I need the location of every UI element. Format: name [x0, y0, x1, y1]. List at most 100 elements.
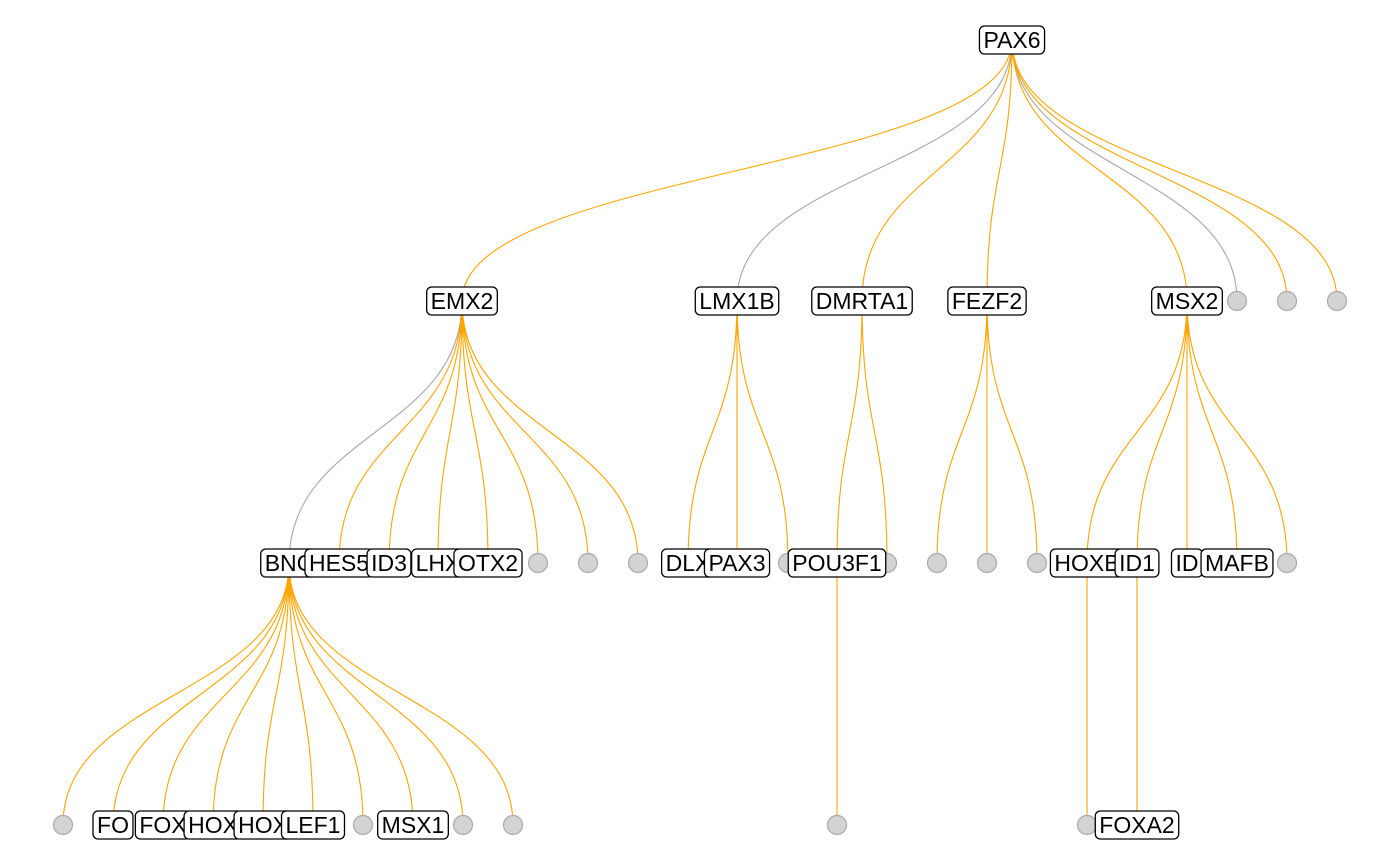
edge-dmrta1-pou3f1: [836, 300, 863, 564]
edge-fezf2-fz3: [986, 300, 1038, 564]
node-label-box: [1114, 548, 1160, 578]
node-label: POU3F1: [792, 550, 881, 576]
node-label-box: [453, 548, 523, 578]
edge-lmx1b-dlx: [687, 300, 738, 564]
node-label: LEF1: [286, 812, 341, 838]
node-label-box: [978, 25, 1046, 55]
tree-node-id2: ID: [1170, 548, 1204, 578]
edge-pax6-emx2: [461, 39, 1013, 302]
edge-bnc-hox2: [262, 562, 290, 826]
node-label: PAX6: [983, 27, 1040, 53]
tree-node-lmx1b: LMX1B: [694, 286, 780, 316]
edge-emx2-hes: [338, 300, 463, 564]
tree-node-dot: [1076, 814, 1098, 836]
tree-edges: [62, 39, 1338, 826]
node-label-box: [811, 286, 913, 316]
node-label: PAX3: [708, 550, 765, 576]
tree-node-dot: [527, 552, 549, 574]
edge-bnc-fo2: [162, 562, 290, 826]
node-label: MSX1: [382, 812, 445, 838]
edge-emx2-bnc: [288, 300, 463, 564]
node-label: DLX: [666, 550, 711, 576]
node-label-box: [947, 286, 1027, 316]
tree-node-dmrta1: DMRTA1: [811, 286, 913, 316]
node-label: FOX: [139, 812, 186, 838]
tree-node-dot: [1026, 552, 1048, 574]
tree-node-mafb: MAFB: [1200, 548, 1274, 578]
edge-bnc-b1: [62, 562, 290, 826]
node-label-box: [92, 810, 134, 840]
edge-bnc-b2: [288, 562, 364, 826]
tree-node-dot: [1326, 290, 1348, 312]
tree-node-fo2: FOX: [134, 810, 192, 840]
edge-emx2-lhx: [437, 300, 463, 564]
node-label: EMX2: [431, 288, 494, 314]
tree-node-dot: [1276, 290, 1298, 312]
tree-node-hoxb: HOXB: [1049, 548, 1125, 578]
tree-node-id3: ID3: [366, 548, 412, 578]
node-label-box: [703, 548, 771, 578]
edge-msx2-id1: [1136, 300, 1188, 564]
tree-node-dot: [627, 552, 649, 574]
tree-node-hox2: HOX: [233, 810, 293, 840]
node-label-box: [1094, 810, 1180, 840]
tree-node-dot: [452, 814, 474, 836]
node-label: HOXB: [1054, 550, 1119, 576]
tree-node-dot: [1226, 290, 1248, 312]
edge-bnc-fo1: [112, 562, 290, 826]
node-label-box: [377, 810, 449, 840]
node-label: MAFB: [1205, 550, 1269, 576]
edge-dmrta1-dm1: [861, 300, 888, 564]
tree-node-msx1: MSX1: [377, 810, 449, 840]
edge-pax6-fezf2: [986, 39, 1013, 302]
tree-node-lhx: LHX: [410, 548, 466, 578]
tree-node-dot: [502, 814, 524, 836]
tree-node-pax6: PAX6: [978, 25, 1046, 55]
tree-node-dot: [976, 552, 998, 574]
tree-node-msx2: MSX2: [1151, 286, 1223, 316]
edge-msx2-mafb: [1186, 300, 1238, 564]
tree-node-pax3: PAX3: [703, 548, 771, 578]
node-label: FEZF2: [952, 288, 1022, 314]
node-label-box: [787, 548, 887, 578]
node-label-box: [280, 810, 346, 840]
tree-node-hox1: HOX: [183, 810, 243, 840]
edge-lmx1b-lm1: [736, 300, 789, 564]
edge-emx2-otx2: [461, 300, 489, 564]
node-label: MSX2: [1156, 288, 1219, 314]
node-label: LMX1B: [699, 288, 774, 314]
edge-bnc-b3: [288, 562, 464, 826]
tree-node-dot: [926, 552, 948, 574]
edge-pax6-l1a: [1011, 39, 1238, 302]
node-label: HES5: [309, 550, 369, 576]
edge-pax6-dmrta1: [861, 39, 1013, 302]
tree-node-dot: [52, 814, 74, 836]
node-label: ID: [1176, 550, 1199, 576]
edge-msx2-hoxb: [1086, 300, 1188, 564]
edge-fezf2-fz1: [936, 300, 988, 564]
node-label: LHX: [416, 550, 461, 576]
edge-bnc-lef1: [288, 562, 314, 826]
edge-pax6-l1c: [1011, 39, 1338, 302]
node-label-box: [1200, 548, 1274, 578]
tree-node-emx2: EMX2: [426, 286, 498, 316]
node-label: OTX2: [458, 550, 518, 576]
tree-node-id1: ID1: [1114, 548, 1160, 578]
tree-node-fo1: FO: [92, 810, 134, 840]
node-label-box: [694, 286, 780, 316]
node-label: HOX: [238, 812, 288, 838]
node-label-box: [366, 548, 412, 578]
node-label: FO: [97, 812, 129, 838]
edge-msx2-ms1: [1186, 300, 1288, 564]
tree-node-dot: [577, 552, 599, 574]
node-label-box: [426, 286, 498, 316]
node-label: HOX: [188, 812, 238, 838]
tree-node-dot: [352, 814, 374, 836]
edge-bnc-b4: [288, 562, 514, 826]
tree-node-otx2: OTX2: [453, 548, 523, 578]
tree-node-dot: [826, 814, 848, 836]
tree-node-pou3f1: POU3F1: [787, 548, 887, 578]
tree-node-dlx: DLX: [660, 548, 716, 578]
node-label: DMRTA1: [816, 288, 908, 314]
